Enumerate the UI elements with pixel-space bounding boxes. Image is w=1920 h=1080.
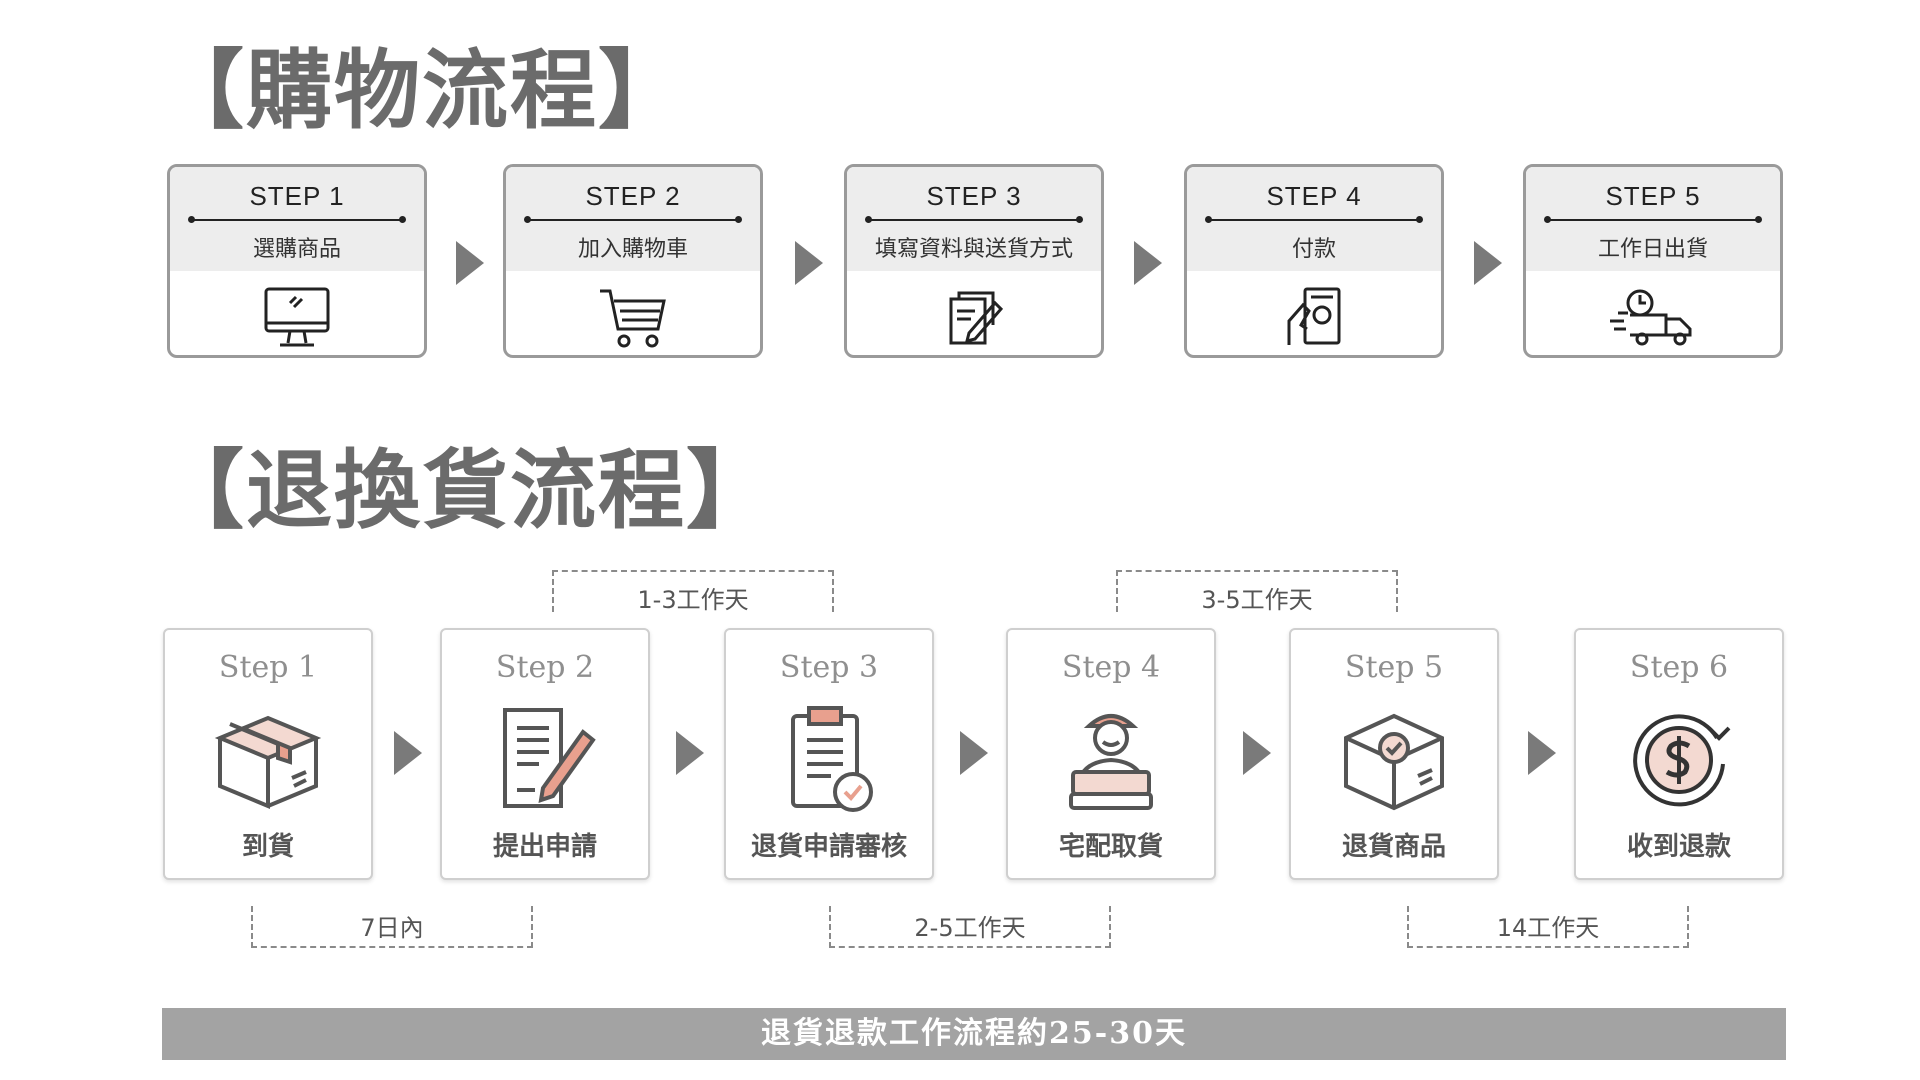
payment-hand-icon [1287, 287, 1341, 345]
step-label: 宅配取貨 [1058, 832, 1163, 862]
step-number: STEP 1 [249, 181, 345, 211]
duration-bracket [251, 906, 533, 948]
flow-arrow [1243, 731, 1271, 775]
flow-arrow [456, 241, 484, 285]
refund-dollar-icon [1633, 714, 1731, 807]
document-pen-icon [503, 708, 596, 808]
flow-arrow [676, 731, 704, 775]
step-number: STEP 2 [585, 181, 681, 211]
step-number: STEP 5 [1605, 181, 1701, 211]
purchase-step-card: STEP 1 選購商品 [167, 164, 427, 358]
duration-bracket [552, 570, 834, 612]
duration-bracket [1407, 906, 1689, 948]
step-number: Step 1 [218, 650, 318, 685]
return-step-card: Step 4 宅配取貨 [1006, 628, 1216, 880]
duration-bracket [1116, 570, 1398, 612]
summary-bar: 退貨退款工作流程約25-30天 [162, 1008, 1786, 1060]
step-number: Step 2 [495, 650, 595, 685]
step-label: 收到退款 [1626, 832, 1731, 862]
return-step-card: Step 5 退貨商品 [1289, 628, 1499, 880]
flow-arrow [795, 241, 823, 285]
duration-label: 3-5工作天 [1201, 586, 1313, 614]
step-label: 到貨 [241, 832, 294, 862]
step-label: 退貨商品 [1341, 832, 1446, 862]
step-number: Step 3 [779, 650, 879, 685]
purchase-step-card: STEP 4 付款 [1184, 164, 1444, 358]
return-flow-title: 【退換貨流程】 [158, 441, 774, 541]
step-label: 提出申請 [492, 832, 597, 862]
purchase-step-card: STEP 5 工作日出貨 [1523, 164, 1783, 358]
step-label: 加入購物車 [577, 237, 688, 262]
duration-label: 1-3工作天 [637, 586, 749, 614]
step-label: 工作日出貨 [1597, 237, 1708, 262]
step-number: Step 5 [1344, 650, 1444, 685]
return-step-card: Step 6 收到退款 [1574, 628, 1784, 880]
return-step-card: Step 3 退貨申請審核 [724, 628, 934, 880]
box-check-icon [1344, 713, 1444, 811]
flow-arrow [960, 731, 988, 775]
delivery-truck-icon [1610, 289, 1692, 346]
step-number: Step 4 [1061, 650, 1161, 685]
package-box-icon [214, 715, 322, 809]
return-step-card: Step 2 提出申請 [440, 628, 650, 880]
step-number: Step 6 [1629, 650, 1729, 685]
purchase-flow-title: 【購物流程】 [158, 41, 686, 141]
flow-arrow [1474, 241, 1502, 285]
purchase-step-card: STEP 2 加入購物車 [503, 164, 763, 358]
flow-arrow [1134, 241, 1162, 285]
duration-label: 2-5工作天 [914, 914, 1026, 942]
clipboard-check-icon [791, 706, 873, 812]
courier-person-icon [1069, 714, 1153, 810]
step-number: STEP 4 [1266, 181, 1362, 211]
return-step-card: Step 1 到貨 [163, 628, 373, 880]
purchase-step-card: STEP 3 填寫資料與送貨方式 [844, 164, 1104, 358]
duration-bracket [829, 906, 1111, 948]
step-label: 付款 [1291, 237, 1336, 262]
shopping-cart-icon [600, 289, 666, 348]
flow-arrow [1528, 731, 1556, 775]
step-number: STEP 3 [926, 181, 1022, 211]
duration-label: 14工作天 [1496, 914, 1600, 942]
duration-label: 7日內 [360, 914, 424, 942]
step-label: 選購商品 [252, 237, 341, 262]
flow-arrow [394, 731, 422, 775]
monitor-icon [264, 287, 330, 347]
step-label: 填寫資料與送貨方式 [874, 237, 1073, 262]
document-edit-icon [949, 291, 1004, 345]
step-label: 退貨申請審核 [750, 832, 907, 862]
